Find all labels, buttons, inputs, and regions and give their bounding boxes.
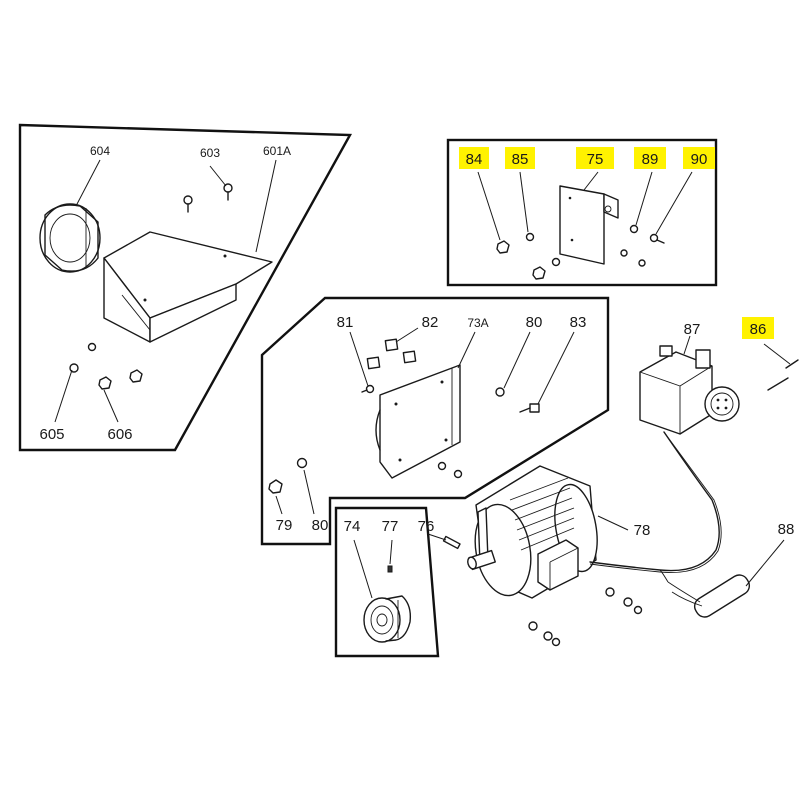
label-80-bottom: 80 [312,517,329,534]
label-87: 87 [684,321,701,338]
motor-mount-hardware [528,587,643,647]
highlight-84 [459,147,489,169]
switch-assembly: 87 86 88 [589,317,799,618]
power-cord [589,431,720,572]
label-606: 606 [107,426,132,443]
label-86: 86 [750,321,767,338]
part-88-capacitor [659,569,751,618]
label-81: 81 [337,314,354,331]
highlight-85 [505,147,535,169]
part-78-motor [467,465,598,599]
label-82: 82 [422,314,439,331]
part-75-bracket-plate [559,185,619,265]
part-74-pulley [363,595,412,643]
label-80-top: 80 [526,314,543,331]
label-75: 75 [587,151,604,168]
highlight-75 [576,147,614,169]
part-605-606-hardware [69,342,143,390]
part-89-90-screws [620,224,665,267]
label-79: 79 [276,517,293,534]
part-73a-mount-plate [375,364,461,479]
label-83: 83 [570,314,587,331]
part-77-key [387,565,393,573]
part-81-screw [361,384,375,394]
label-76: 76 [418,518,435,535]
part-603-knobs [183,183,233,213]
part-79-80-bottom-hardware [268,457,463,494]
part-84-85-nuts [496,232,561,280]
motor-assembly: 76 78 [418,465,651,647]
label-77: 77 [382,518,399,535]
part-87-switch [639,345,740,435]
part-76-key [442,535,461,550]
pulley-panel: 74 77 [334,506,440,658]
label-90: 90 [691,151,708,168]
label-601a: 601A [263,144,291,158]
label-604: 604 [90,144,110,158]
label-85: 85 [512,151,529,168]
part-82-nuts [366,338,417,370]
label-89: 89 [642,151,659,168]
label-73a: 73A [467,316,488,330]
label-88: 88 [778,521,795,538]
highlight-89 [634,147,666,169]
part-604-ring [39,203,101,273]
part-86-screws [767,359,799,391]
motor-mount-panel: 81 82 73A 80 83 79 80 [260,296,610,546]
label-84: 84 [466,151,483,168]
label-603: 603 [200,146,220,160]
bracket-hardware-panel: 84 85 75 89 90 [446,138,718,287]
highlight-90 [683,147,715,169]
part-80-83-washer-bolt [495,387,540,413]
highlight-86 [742,317,774,339]
cover-assembly-panel: 604 603 601A 605 606 [18,123,353,452]
part-601a-cover [103,231,273,343]
label-74: 74 [344,518,361,535]
label-605: 605 [39,426,64,443]
label-78: 78 [634,522,651,539]
